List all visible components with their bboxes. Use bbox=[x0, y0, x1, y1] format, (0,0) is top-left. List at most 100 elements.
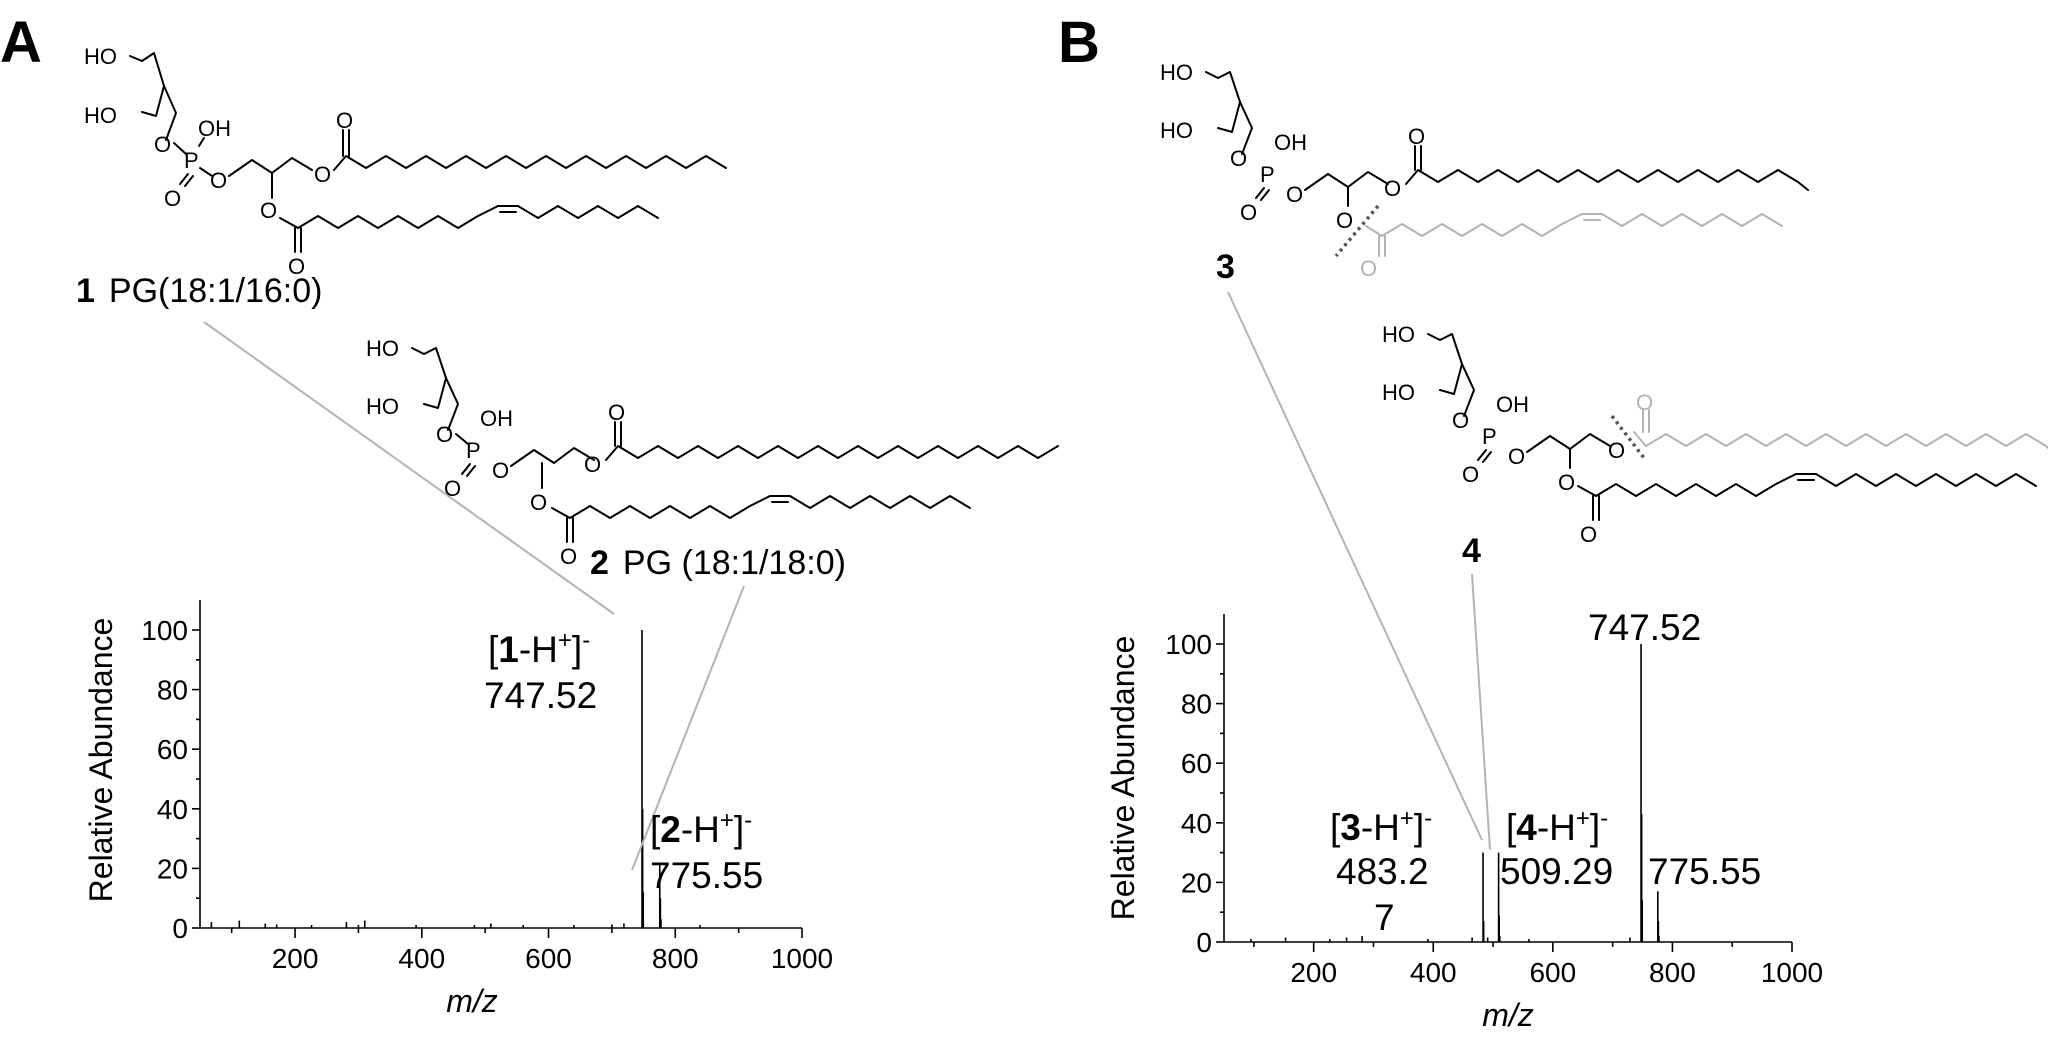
cleavage-site bbox=[1610, 414, 1646, 460]
atom-o: O bbox=[154, 132, 171, 157]
ion-label-2: [2-H+]- bbox=[650, 807, 752, 850]
bond bbox=[466, 465, 476, 477]
bond bbox=[1482, 451, 1492, 463]
atom-o: O bbox=[584, 452, 601, 477]
atom-o: O bbox=[1608, 438, 1625, 463]
x-tick-label: 1000 bbox=[1761, 957, 1823, 988]
atom-o: O bbox=[288, 254, 305, 279]
glycerol-head-chain bbox=[445, 377, 459, 431]
y-tick-label: 100 bbox=[1165, 629, 1212, 660]
y-tick-label: 0 bbox=[172, 913, 188, 944]
structure-4: HO HO O P OH O O O O O O bbox=[1382, 322, 2048, 547]
ion-mz-747-b: 747.52 bbox=[1588, 607, 1701, 648]
y-tick-label: 80 bbox=[157, 675, 188, 706]
ion-label-1: [1-H+]- bbox=[488, 627, 590, 670]
atom-o: O bbox=[530, 490, 547, 515]
sn2-chain bbox=[1577, 473, 2037, 497]
leader-line-compound-2 bbox=[631, 585, 745, 871]
atom-ho: HO bbox=[366, 394, 399, 419]
x-tick-label: 600 bbox=[1529, 957, 1576, 988]
atom-ho: HO bbox=[1382, 322, 1415, 347]
glycerol-head-bonds bbox=[411, 347, 447, 409]
atom-o: O bbox=[314, 162, 331, 187]
y-tick-label: 40 bbox=[1181, 808, 1212, 839]
compound-3-label: 3 bbox=[1216, 248, 1235, 286]
atom-o: O bbox=[210, 168, 227, 193]
atom-ho: HO bbox=[84, 44, 117, 69]
bond bbox=[461, 463, 471, 475]
glycerol-head-chain bbox=[1239, 101, 1253, 155]
atom-ho: HO bbox=[366, 336, 399, 361]
sn1-chain bbox=[1405, 169, 1809, 191]
atom-p: P bbox=[1482, 424, 1497, 449]
bond bbox=[173, 142, 187, 155]
atom-ho: HO bbox=[1160, 60, 1193, 85]
bond bbox=[199, 167, 213, 177]
bond bbox=[455, 433, 469, 445]
ion-mz-509: 509.29 bbox=[1500, 851, 1613, 892]
y-tick-label: 60 bbox=[157, 734, 188, 765]
atom-o: O bbox=[1558, 470, 1575, 495]
glycerol-head-bonds bbox=[129, 52, 165, 117]
atom-ho: HO bbox=[84, 103, 117, 128]
sn1-chain bbox=[333, 155, 727, 171]
sn2-chain bbox=[551, 495, 971, 519]
atom-o: O bbox=[164, 186, 181, 211]
atom-p: P bbox=[184, 148, 199, 173]
atom-o: O bbox=[1286, 182, 1303, 207]
glycerol-head-bonds bbox=[1427, 333, 1463, 395]
atom-oh: OH bbox=[1274, 130, 1307, 155]
panel-a-letter: A bbox=[0, 10, 42, 75]
atom-o: O bbox=[1408, 124, 1425, 149]
atom-p: P bbox=[466, 438, 481, 463]
panel-b-letter: B bbox=[1058, 10, 1100, 75]
atom-o: O bbox=[560, 544, 577, 569]
atom-o: O bbox=[608, 400, 625, 425]
bond bbox=[1255, 187, 1265, 199]
lost-sn1-chain bbox=[1633, 431, 2048, 449]
ion-mz-483-line1: 483.2 bbox=[1336, 851, 1429, 892]
atom-o: O bbox=[1580, 522, 1597, 547]
bond bbox=[1260, 189, 1270, 201]
leader-line-compound-3 bbox=[1227, 291, 1483, 841]
peaks-b bbox=[1250, 644, 1660, 942]
y-tick-label: 40 bbox=[157, 794, 188, 825]
ion-label-4: [4-H+]- bbox=[1506, 805, 1608, 848]
atom-o: O bbox=[1636, 390, 1653, 415]
atom-ho: HO bbox=[1160, 118, 1193, 143]
ion-mz-747: 747.52 bbox=[484, 675, 597, 716]
bond bbox=[1477, 449, 1487, 461]
y-tick-label: 20 bbox=[157, 853, 188, 884]
sn2-chain bbox=[279, 205, 659, 229]
atom-o: O bbox=[1230, 146, 1247, 171]
x-tick-label: 600 bbox=[525, 943, 572, 974]
atom-o: O bbox=[1452, 408, 1469, 433]
glycerol-backbone bbox=[228, 157, 313, 177]
x-tick-label: 200 bbox=[272, 943, 319, 974]
ion-mz-775: 775.55 bbox=[650, 855, 763, 896]
x-tick-label: 800 bbox=[652, 943, 699, 974]
y-axis-title-a: Relative Abundance bbox=[83, 618, 119, 903]
structure-1: HO HO O P OH O O O O O O bbox=[84, 44, 727, 279]
structure-3: HO HO O P OH O O O O O O bbox=[1160, 60, 1809, 281]
atom-o: O bbox=[1508, 444, 1525, 469]
peaks-a bbox=[210, 630, 701, 928]
x-tick-label: 200 bbox=[1290, 957, 1337, 988]
atom-o: O bbox=[492, 458, 509, 483]
glycerol-head-chain bbox=[1461, 363, 1475, 417]
glycerol-backbone bbox=[510, 447, 595, 467]
glycerol-backbone bbox=[1526, 433, 1611, 453]
bond bbox=[184, 175, 194, 187]
ion-mz-483-line2: 7 bbox=[1374, 897, 1395, 938]
glycerol-head-bonds bbox=[1205, 71, 1241, 133]
atom-o: O bbox=[260, 198, 277, 223]
atom-p: P bbox=[1260, 162, 1275, 187]
y-tick-label: 20 bbox=[1181, 867, 1212, 898]
atom-o: O bbox=[436, 422, 453, 447]
atom-o: O bbox=[1240, 200, 1257, 225]
